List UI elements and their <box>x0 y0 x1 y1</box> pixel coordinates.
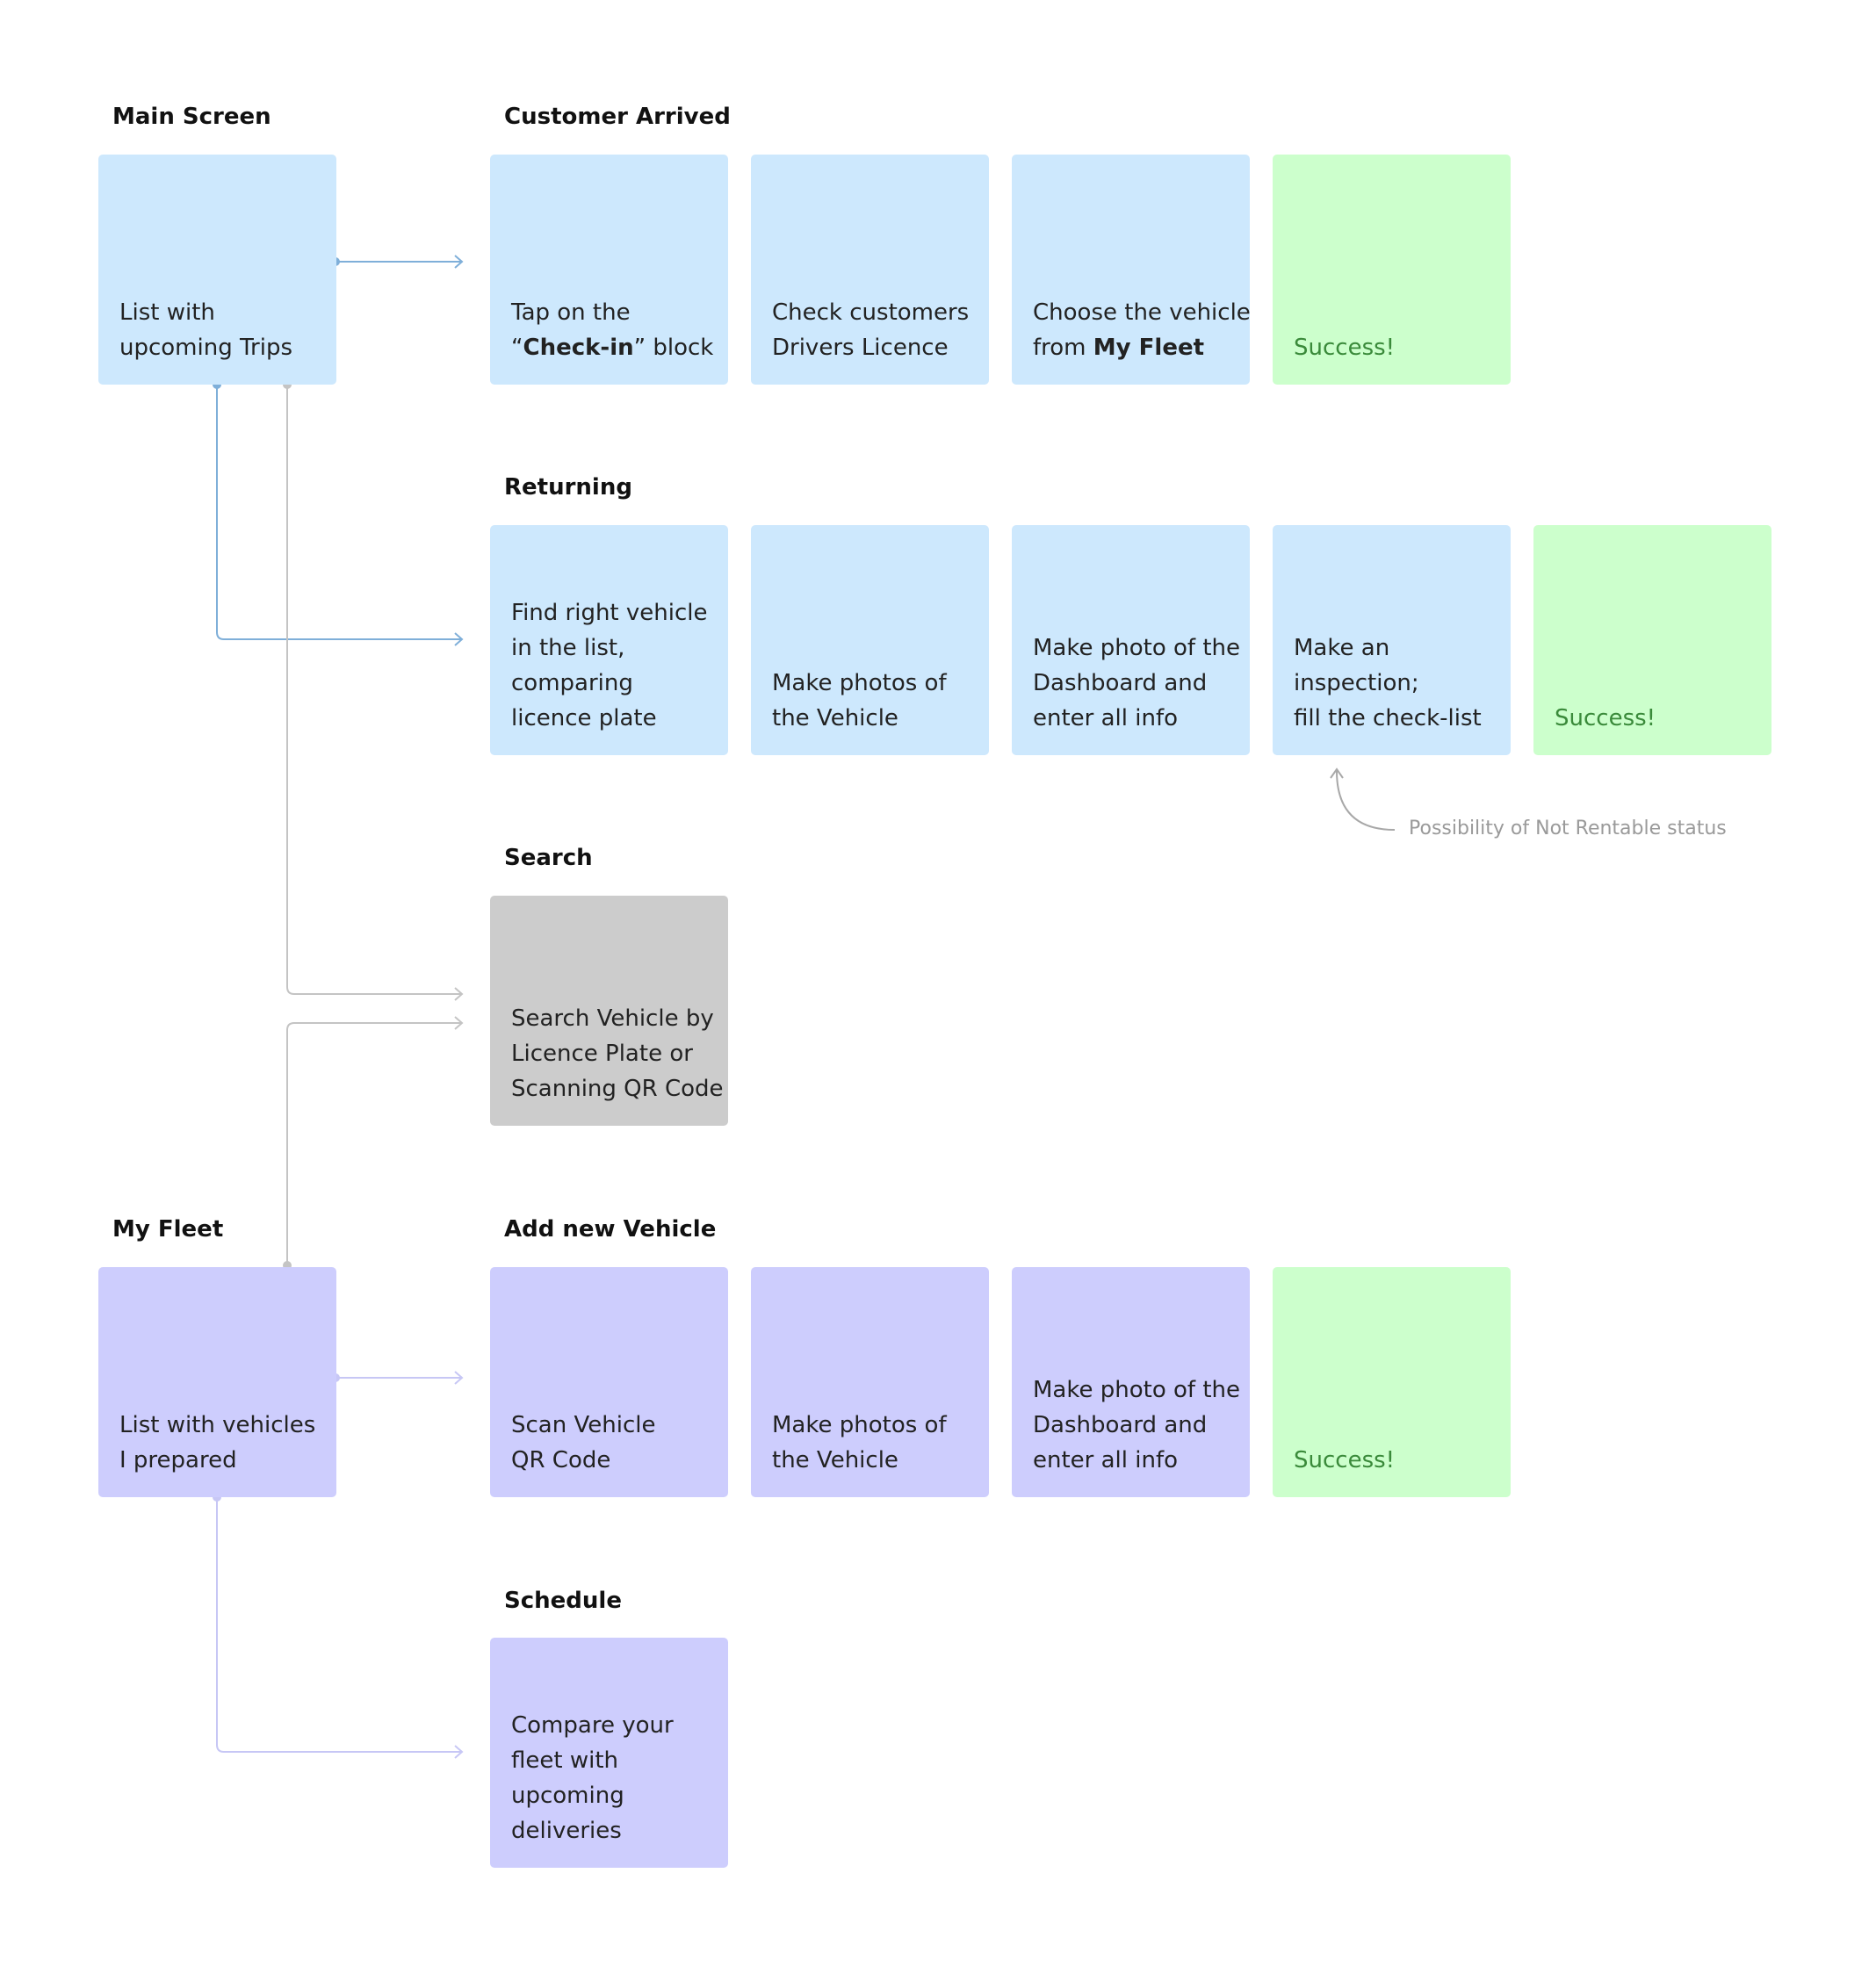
card-text: Check customers <box>772 299 970 326</box>
card-text: Make photos of <box>772 670 947 696</box>
card-check-drivers-licence[interactable]: Check customers Drivers Licence <box>751 155 989 385</box>
section-title-schedule: Schedule <box>504 1588 622 1614</box>
card-tap-check-in[interactable]: Tap on the “Check-in” block <box>490 155 728 385</box>
card-text: upcoming <box>511 1783 624 1809</box>
card-text: fleet with <box>511 1747 618 1774</box>
card-text: from My Fleet <box>1033 330 1230 365</box>
card-text: comparing <box>511 670 633 696</box>
section-title-customer-arrived: Customer Arrived <box>504 104 731 130</box>
section-title-returning: Returning <box>504 474 632 501</box>
card-success-customer-arrived: Success! <box>1273 155 1511 385</box>
card-text-bold: My Fleet <box>1093 335 1205 361</box>
card-text-part: “ <box>511 335 523 361</box>
connector-main-to-returning <box>216 385 464 646</box>
card-upcoming-trips-list[interactable]: List with upcoming Trips <box>98 155 336 385</box>
annotation-not-rentable: Possibility of Not Rentable status <box>1409 818 1727 839</box>
card-text: the Vehicle <box>772 705 898 731</box>
card-choose-vehicle[interactable]: Choose the vehicle from My Fleet <box>1012 155 1251 385</box>
card-text: Make photo of the <box>1033 1377 1241 1403</box>
connector-fleet-to-search <box>286 1016 464 1265</box>
card-text: enter all info <box>1033 1447 1179 1473</box>
card-text: Make photo of the <box>1033 635 1241 661</box>
card-text: enter all info <box>1033 705 1179 731</box>
card-make-photos-add[interactable]: Make photos of the Vehicle <box>751 1267 989 1497</box>
section-title-main-screen: Main Screen <box>112 104 271 130</box>
card-make-inspection[interactable]: Make an inspection; fill the check-list <box>1273 525 1511 755</box>
card-text-part: from <box>1033 335 1093 361</box>
card-text: Success! <box>1294 1447 1396 1473</box>
card-search-vehicle[interactable]: Search Vehicle by Licence Plate or Scann… <box>490 896 728 1126</box>
connector-main-to-customer-arrived <box>336 255 464 269</box>
card-text: Drivers Licence <box>772 335 949 361</box>
card-text: Make an <box>1294 635 1390 661</box>
card-text: Make photos of <box>772 1412 947 1438</box>
card-text: List with <box>119 299 215 326</box>
card-text: Tap on the <box>511 299 631 326</box>
connector-fleet-to-add-vehicle <box>336 1371 464 1385</box>
card-text: inspection; <box>1294 670 1419 696</box>
card-text: Find right vehicle <box>511 600 708 626</box>
card-text: “Check-in” block <box>511 330 713 365</box>
card-text: List with vehicles <box>119 1412 316 1438</box>
card-text: I prepared <box>119 1447 237 1473</box>
card-text: Choose the vehicle <box>1033 299 1251 326</box>
card-text: in the list, <box>511 635 625 661</box>
card-text: Licence Plate or <box>511 1041 693 1067</box>
annotation-arrow <box>1330 767 1396 831</box>
card-text: licence plate <box>511 705 657 731</box>
card-text: Scanning QR Code <box>511 1076 724 1102</box>
card-text: Dashboard and <box>1033 670 1208 696</box>
card-scan-qr-code[interactable]: Scan Vehicle QR Code <box>490 1267 728 1497</box>
card-make-photos-returning[interactable]: Make photos of the Vehicle <box>751 525 989 755</box>
card-text: Success! <box>1555 705 1656 731</box>
card-success-add-vehicle: Success! <box>1273 1267 1511 1497</box>
card-text: Scan Vehicle <box>511 1412 656 1438</box>
card-text: deliveries <box>511 1818 622 1844</box>
card-text: Compare your <box>511 1712 674 1739</box>
card-text-bold: Check-in <box>523 335 634 361</box>
card-prepared-vehicles-list[interactable]: List with vehicles I prepared <box>98 1267 336 1497</box>
card-success-returning: Success! <box>1533 525 1771 755</box>
section-title-add-new-vehicle: Add new Vehicle <box>504 1216 717 1243</box>
card-text: Search Vehicle by <box>511 1005 714 1032</box>
card-text: fill the check-list <box>1294 705 1482 731</box>
card-text: QR Code <box>511 1447 611 1473</box>
card-text: upcoming Trips <box>119 335 293 361</box>
connector-fleet-to-schedule <box>216 1497 464 1759</box>
card-find-right-vehicle[interactable]: Find right vehicle in the list, comparin… <box>490 525 728 755</box>
connector-main-to-search <box>286 385 464 1001</box>
card-compare-fleet[interactable]: Compare your fleet with upcoming deliver… <box>490 1638 728 1868</box>
card-text-part: ” block <box>633 335 714 361</box>
section-title-my-fleet: My Fleet <box>112 1216 224 1243</box>
section-title-search: Search <box>504 845 593 871</box>
card-text: Success! <box>1294 335 1396 361</box>
card-dashboard-photo-returning[interactable]: Make photo of the Dashboard and enter al… <box>1012 525 1250 755</box>
card-text: Dashboard and <box>1033 1412 1208 1438</box>
card-dashboard-photo-add[interactable]: Make photo of the Dashboard and enter al… <box>1012 1267 1250 1497</box>
card-text: the Vehicle <box>772 1447 898 1473</box>
